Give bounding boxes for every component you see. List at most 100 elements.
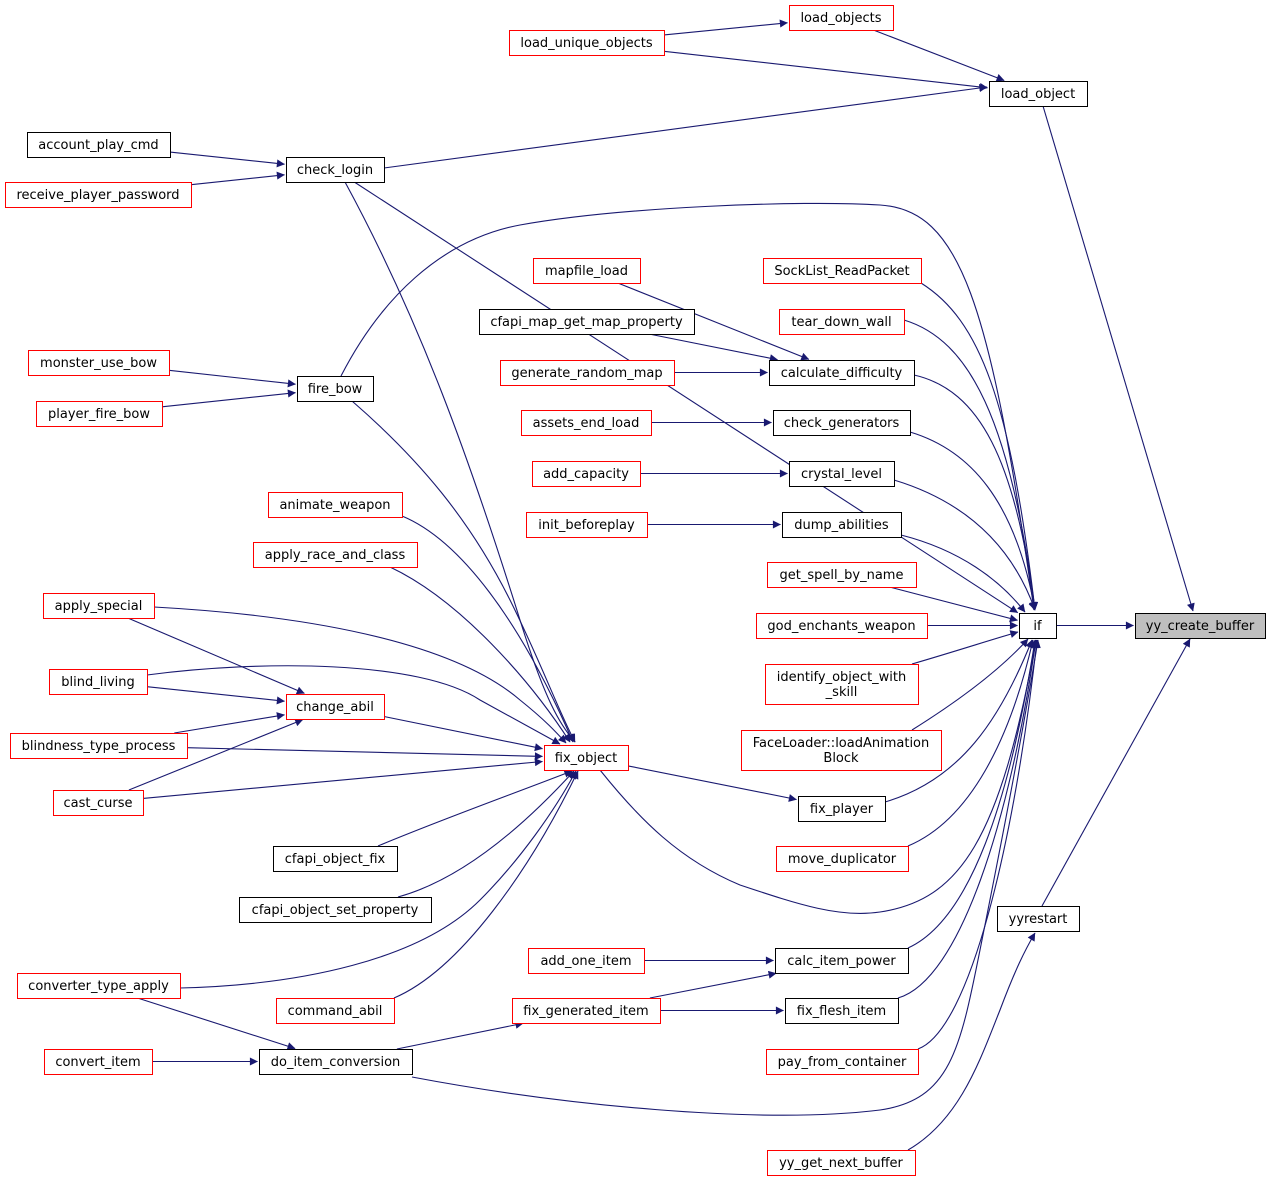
node-apply_special[interactable]: apply_special: [43, 593, 155, 619]
edge-move_duplicator-to-if: [907, 639, 1036, 847]
edge-check_login-to-if: [354, 181, 1019, 614]
node-animate_weapon[interactable]: animate_weapon: [268, 492, 403, 518]
node-box: [769, 360, 915, 386]
node-box: [773, 410, 911, 436]
node-blind_living[interactable]: blind_living: [49, 669, 148, 695]
node-box: [775, 948, 909, 974]
node-label: load_unique_objects: [520, 36, 652, 51]
node-player_fire_bow[interactable]: player_fire_bow: [36, 401, 163, 427]
node-change_abil[interactable]: change_abil: [286, 694, 385, 720]
node-label: fix_object: [555, 751, 617, 766]
node-label: fix_flesh_item: [797, 1004, 886, 1019]
node-load_unique_objects[interactable]: load_unique_objects: [509, 30, 665, 56]
edges-layer: [127, 19, 1195, 1151]
node-add_one_item[interactable]: add_one_item: [528, 948, 645, 974]
node-fix_flesh_item: fix_flesh_item: [785, 998, 899, 1024]
edge-fix_player-to-if: [884, 639, 1033, 803]
node-label: check_generators: [784, 416, 900, 431]
node-box: [53, 790, 144, 816]
node-load_object: load_object: [989, 81, 1088, 107]
node-box: [479, 309, 695, 335]
node-apply_race_and_class[interactable]: apply_race_and_class: [253, 542, 418, 568]
edge-converter_type_apply-to-do_item_conversion: [137, 997, 296, 1050]
node-label: cast_curse: [64, 796, 133, 811]
edge-fix_flesh_item-to-if: [897, 639, 1039, 999]
node-label: animate_weapon: [279, 498, 390, 513]
node-fix_object[interactable]: fix_object: [544, 745, 629, 771]
node-label: apply_race_and_class: [265, 548, 406, 563]
node-box: [10, 733, 188, 759]
node-label: move_duplicator: [788, 852, 897, 867]
node-monster_use_bow[interactable]: monster_use_bow: [28, 350, 170, 376]
node-box: [5, 182, 192, 208]
node-yyrestart: yyrestart: [997, 906, 1080, 932]
node-label: SockList_ReadPacket: [774, 264, 909, 279]
node-box: [779, 309, 905, 335]
edge-cast_curse-to-change_abil: [128, 718, 304, 791]
node-tear_down_wall[interactable]: tear_down_wall: [779, 309, 905, 335]
edge-fix_object-to-if: [599, 639, 1039, 915]
edge-FaceLoader_loadAnimationBlock-to-if: [911, 638, 1029, 731]
node-box: [276, 998, 395, 1024]
edge-cast_curse-to-fix_object: [142, 758, 543, 799]
node-generate_random_map[interactable]: generate_random_map: [500, 360, 675, 386]
node-box: [997, 906, 1080, 932]
node-command_abil[interactable]: command_abil: [276, 998, 395, 1024]
node-label: yy_create_buffer: [1146, 619, 1255, 634]
nodes-layer: load_objects load_unique_objects load_obje…: [5, 5, 1266, 1176]
node-label: blind_living: [61, 675, 135, 690]
node-box: [798, 796, 886, 822]
node-box: [763, 258, 922, 284]
node-receive_player_password[interactable]: receive_player_password: [5, 182, 192, 208]
node-box: [789, 461, 895, 487]
node-do_item_conversion: do_item_conversion: [259, 1049, 413, 1075]
node-box: [782, 512, 902, 538]
node-convert_item[interactable]: convert_item: [44, 1049, 153, 1075]
node-pay_from_container[interactable]: pay_from_container: [766, 1049, 919, 1075]
node-box: [1019, 613, 1057, 639]
edge-monster_use_bow-to-fire_bow: [168, 369, 296, 388]
node-yy_get_next_buffer[interactable]: yy_get_next_buffer: [767, 1150, 916, 1176]
node-label: get_spell_by_name: [780, 568, 904, 583]
node-box: [989, 81, 1088, 107]
node-init_beforeplay[interactable]: init_beforeplay: [526, 512, 648, 538]
node-label: generate_random_map: [511, 366, 662, 381]
edge-blindness_type_process-to-change_abil: [174, 712, 285, 734]
node-box: [767, 1150, 916, 1176]
node-identify_object_with_skill[interactable]: identify_object_with_skill: [765, 664, 919, 705]
edge-yy_get_next_buffer-to-yyrestart: [907, 932, 1036, 1151]
node-box: [544, 745, 629, 771]
edge-check_login-to-load_object: [383, 84, 988, 169]
node-assets_end_load[interactable]: assets_end_load: [521, 410, 652, 436]
node-label: yyrestart: [1009, 912, 1068, 927]
node-label: if: [1033, 619, 1042, 634]
node-box: [43, 593, 155, 619]
node-blindness_type_process[interactable]: blindness_type_process: [10, 733, 188, 759]
node-box: [44, 1049, 153, 1075]
node-load_objects[interactable]: load_objects: [789, 5, 894, 31]
node-label: convert_item: [55, 1055, 140, 1070]
edge-converter_type_apply-to-fix_object: [179, 770, 577, 989]
node-box: [253, 542, 418, 568]
edge-player_fire_bow-to-fire_bow: [161, 389, 296, 408]
edge-change_abil-to-fix_object: [383, 715, 543, 752]
node-label: yy_get_next_buffer: [779, 1156, 903, 1171]
node-box: [785, 998, 899, 1024]
node-move_duplicator[interactable]: move_duplicator: [776, 846, 909, 872]
node-mapfile_load[interactable]: mapfile_load: [533, 258, 641, 284]
node-cast_curse[interactable]: cast_curse: [53, 790, 144, 816]
node-add_capacity[interactable]: add_capacity: [532, 461, 641, 487]
node-god_enchants_weapon[interactable]: god_enchants_weapon: [756, 613, 928, 639]
node-box: [297, 376, 374, 402]
node-converter_type_apply[interactable]: converter_type_apply: [17, 973, 181, 999]
node-account_play_cmd: account_play_cmd: [27, 132, 171, 158]
node-get_spell_by_name[interactable]: get_spell_by_name: [767, 562, 917, 588]
edge-apply_special-to-fix_object: [153, 606, 567, 744]
node-SockList_ReadPacket[interactable]: SockList_ReadPacket: [763, 258, 922, 284]
node-box: [49, 669, 148, 695]
node-fix_generated_item[interactable]: fix_generated_item: [512, 998, 661, 1024]
node-label: do_item_conversion: [271, 1055, 401, 1070]
edge-blind_living-to-change_abil: [146, 686, 285, 705]
node-box: [776, 846, 909, 872]
